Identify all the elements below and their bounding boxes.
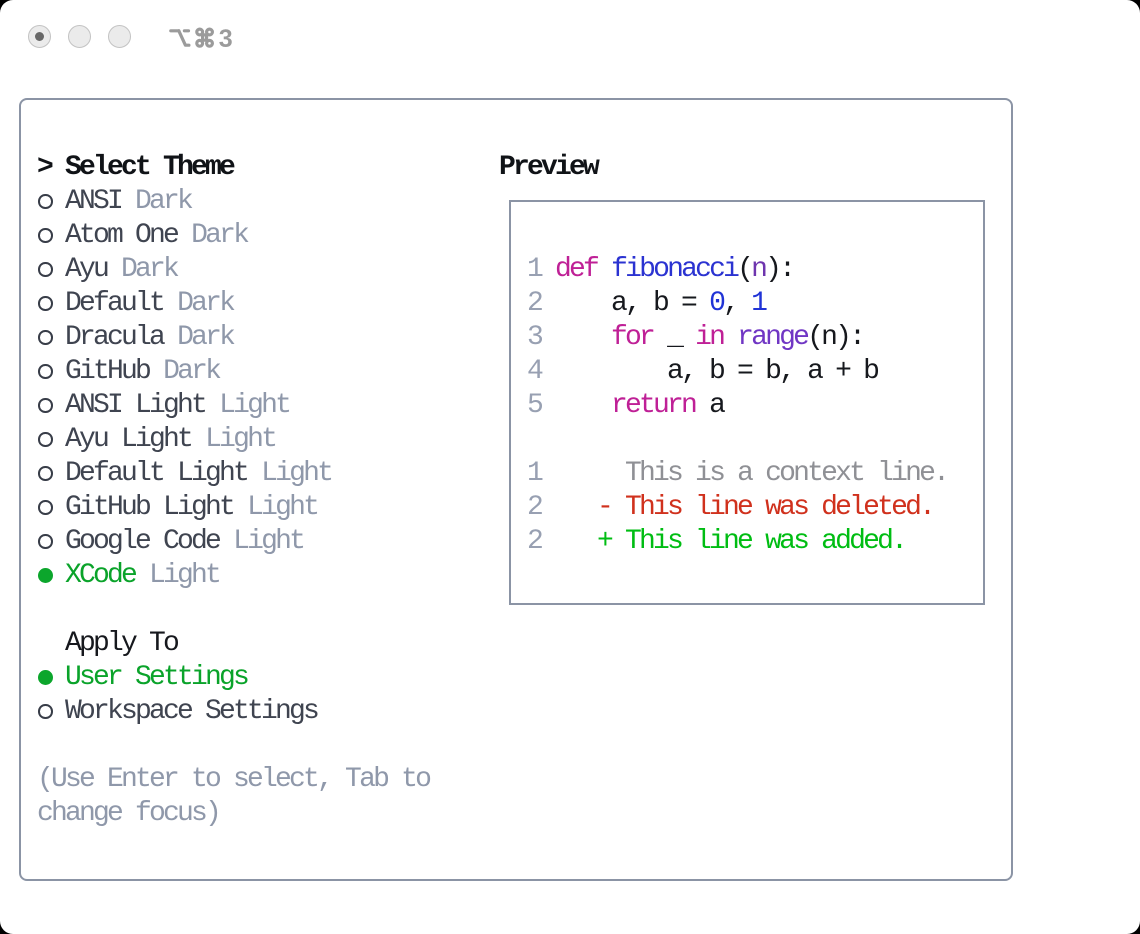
svg-text:3: 3 [219,25,233,52]
